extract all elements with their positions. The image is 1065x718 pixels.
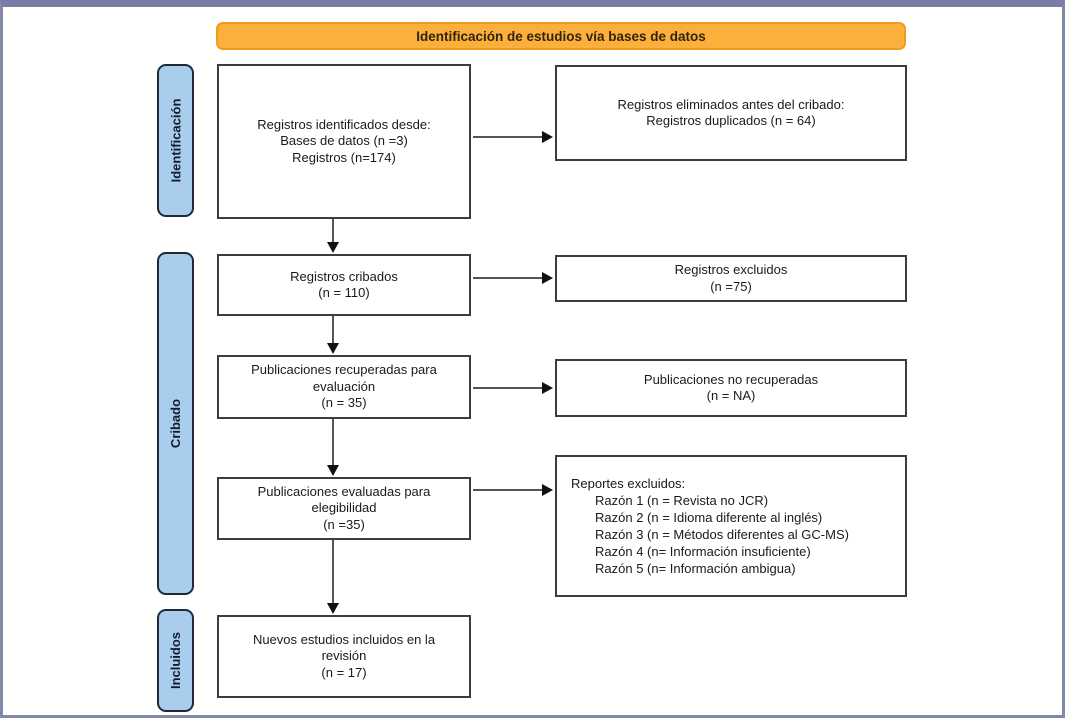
box-line: Registros excluidos bbox=[674, 262, 788, 277]
arrow-right-icon bbox=[473, 484, 553, 496]
box-line: (n = 110) bbox=[318, 285, 370, 300]
exclusion-reason: Razón 1 (n = Revista no JCR) bbox=[595, 493, 769, 508]
diagram-title-banner: Identificación de estudios vía bases de … bbox=[216, 22, 906, 50]
box-records-excluded: Registros excluidos (n =75) bbox=[555, 255, 907, 302]
exclusion-reason: Razón 4 (n= Información insuficiente) bbox=[595, 544, 811, 559]
box-publications-retrieved: Publicaciones recuperadas para evaluació… bbox=[217, 355, 471, 419]
box-line: Publicaciones recuperadas para bbox=[251, 362, 437, 378]
box-line: Reportes excluidos: bbox=[571, 476, 686, 491]
exclusion-reason: Razón 3 (n = Métodos diferentes al GC-MS… bbox=[595, 527, 849, 542]
box-records-removed: Registros eliminados antes del cribado: … bbox=[555, 65, 907, 161]
box-line: Publicaciones evaluadas para bbox=[257, 483, 431, 499]
stage-label-incluidos: Incluidos bbox=[157, 609, 194, 712]
box-publications-assessed: Publicaciones evaluadas para elegibilida… bbox=[217, 477, 471, 540]
box-line: (n = 17) bbox=[321, 664, 367, 680]
exclusion-reason: Razón 5 (n= Información ambigua) bbox=[595, 561, 796, 576]
box-line: (n =35) bbox=[323, 516, 365, 532]
box-line: Registros (n=174) bbox=[292, 149, 396, 165]
box-line: evaluación bbox=[312, 378, 376, 394]
arrow-down-icon bbox=[327, 540, 339, 614]
box-line: Bases de datos (n =3) bbox=[280, 133, 408, 149]
box-line: Registros duplicados (n = 64) bbox=[646, 113, 816, 128]
box-line: (n =75) bbox=[710, 278, 752, 294]
arrow-down-icon bbox=[327, 219, 339, 253]
box-reports-excluded: Reportes excluidos: Razón 1 (n = Revista… bbox=[555, 455, 907, 597]
box-publications-not-retrieved: Publicaciones no recuperadas (n = NA) bbox=[555, 359, 907, 417]
stage-label-text: Incluidos bbox=[168, 631, 183, 690]
diagram-title: Identificación de estudios vía bases de … bbox=[416, 28, 706, 44]
stage-label-text: Cribado bbox=[168, 398, 183, 449]
box-line: Publicaciones no recuperadas bbox=[643, 371, 819, 387]
arrow-down-icon bbox=[327, 316, 339, 354]
box-line: (n = 35) bbox=[321, 395, 367, 411]
box-line: (n = NA) bbox=[706, 388, 756, 403]
arrow-down-icon bbox=[327, 419, 339, 476]
box-records-identified: Registros identificados desde: Bases de … bbox=[217, 64, 471, 219]
box-line: Nuevos estudios incluidos en la bbox=[252, 631, 436, 647]
box-records-screened: Registros cribados (n = 110) bbox=[217, 254, 471, 316]
exclusion-reason: Razón 2 (n = Idioma diferente al inglés) bbox=[595, 510, 823, 525]
box-line: Registros eliminados antes del cribado: bbox=[617, 96, 845, 112]
box-line: Registros cribados bbox=[290, 268, 398, 284]
arrow-right-icon bbox=[473, 131, 553, 143]
box-line: Registros identificados desde: bbox=[257, 116, 431, 132]
stage-label-text: Identificación bbox=[168, 98, 184, 183]
box-studies-included: Nuevos estudios incluidos en la revisión… bbox=[217, 615, 471, 698]
box-line: elegibilidad bbox=[311, 500, 377, 516]
arrow-right-icon bbox=[473, 272, 553, 284]
box-line: revisión bbox=[321, 648, 367, 664]
stage-label-cribado: Cribado bbox=[157, 252, 194, 595]
stage-label-identificacion: Identificación bbox=[157, 64, 194, 217]
arrow-right-icon bbox=[473, 382, 553, 394]
